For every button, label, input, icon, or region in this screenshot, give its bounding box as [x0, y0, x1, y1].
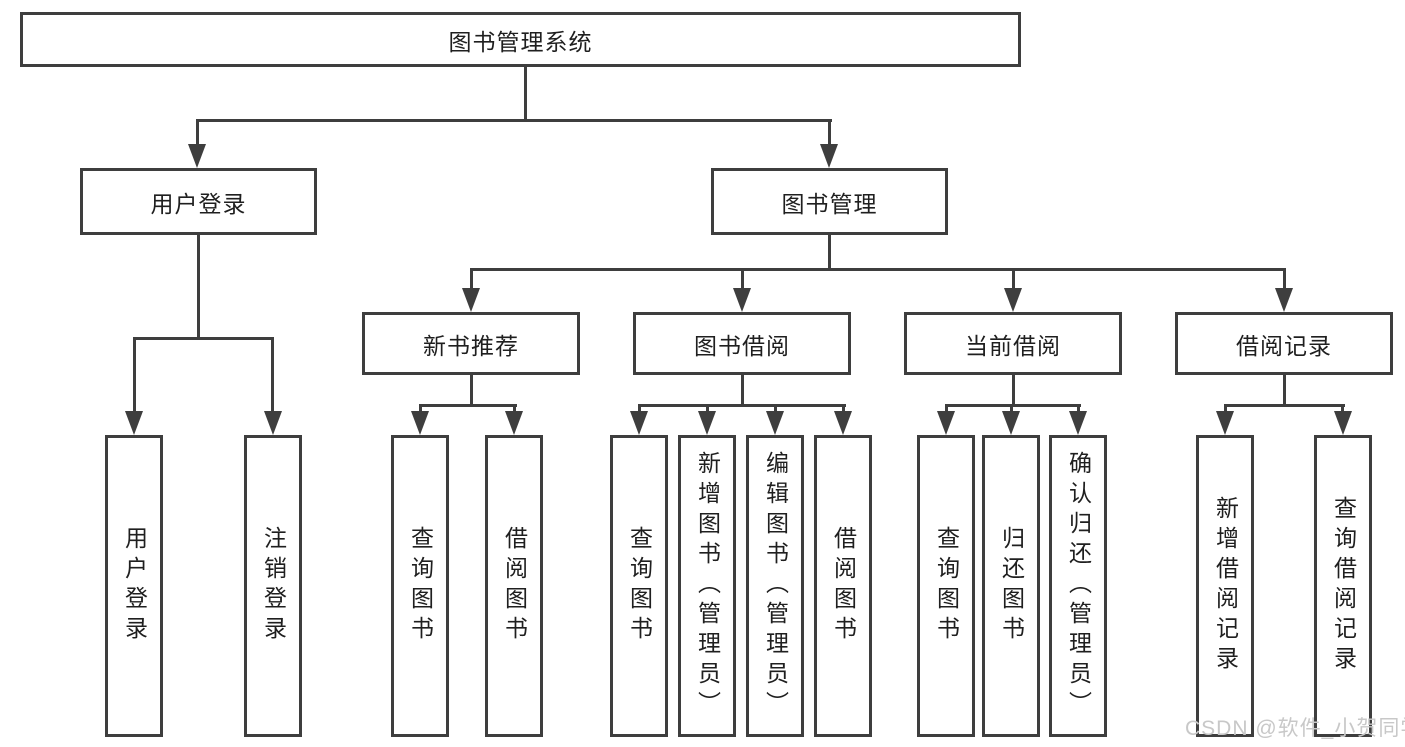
leaf-query-books-borrowing: 查询图书: [610, 435, 668, 737]
arrow-down-icon: [1004, 288, 1022, 312]
arrow-down-icon: [264, 411, 282, 435]
connector-line: [470, 375, 473, 407]
arrow-down-icon: [1334, 411, 1352, 435]
leaf-query-books-current: 查询图书: [917, 435, 975, 737]
arrow-down-icon: [1216, 411, 1234, 435]
arrow-down-icon: [462, 288, 480, 312]
leaf-label: 注销登录: [260, 526, 287, 646]
arrow-down-icon: [630, 411, 648, 435]
node-library-management-system: 图书管理系统: [20, 12, 1021, 67]
connector-line: [741, 375, 744, 407]
arrow-down-icon: [820, 144, 838, 168]
leaf-label: 查询图书: [626, 526, 653, 646]
arrow-down-icon: [1002, 411, 1020, 435]
leaf-label: 用户登录: [121, 526, 148, 646]
arrow-down-icon: [505, 411, 523, 435]
leaf-query-borrow-record: 查询借阅记录: [1314, 435, 1372, 737]
connector-line: [524, 67, 527, 122]
connector-line: [133, 337, 274, 340]
connector-line: [470, 268, 1286, 271]
leaf-logout: 注销登录: [244, 435, 302, 737]
connector-line: [133, 337, 136, 418]
arrow-down-icon: [937, 411, 955, 435]
connector-line: [1224, 404, 1345, 407]
leaf-user-login: 用户登录: [105, 435, 163, 737]
leaf-label: 查询图书: [407, 526, 434, 646]
connector-line: [271, 337, 274, 418]
leaf-query-books-recommend: 查询图书: [391, 435, 449, 737]
leaf-label: 借阅图书: [830, 526, 857, 646]
connector-line: [945, 404, 1081, 407]
node-user-login: 用户登录: [80, 168, 317, 235]
leaf-label: 编辑图书（管理员）: [762, 451, 789, 721]
connector-line: [1012, 375, 1015, 407]
node-current-borrowing: 当前借阅: [904, 312, 1122, 375]
node-borrowing-records: 借阅记录: [1175, 312, 1393, 375]
arrow-down-icon: [1275, 288, 1293, 312]
node-label: 当前借阅: [965, 332, 1061, 359]
watermark-text: CSDN @软件_小贺同学: [1185, 717, 1405, 740]
connector-line: [196, 119, 199, 150]
connector-line: [419, 404, 517, 407]
arrow-down-icon: [125, 411, 143, 435]
arrow-down-icon: [188, 144, 206, 168]
node-label: 借阅记录: [1236, 332, 1332, 359]
leaf-add-borrow-record: 新增借阅记录: [1196, 435, 1254, 737]
arrow-down-icon: [733, 288, 751, 312]
connector-line: [741, 268, 744, 292]
leaf-confirm-return-admin: 确认归还（管理员）: [1049, 435, 1107, 737]
connector-line: [638, 404, 846, 407]
node-label: 新书推荐: [423, 332, 519, 359]
leaf-label: 归还图书: [998, 526, 1025, 646]
leaf-return-book: 归还图书: [982, 435, 1040, 737]
connector-line: [1283, 375, 1286, 407]
connector-line: [828, 235, 831, 271]
leaf-label: 新增借阅记录: [1212, 496, 1239, 676]
arrow-down-icon: [834, 411, 852, 435]
node-label: 图书借阅: [694, 332, 790, 359]
connector-line: [196, 119, 832, 122]
leaf-edit-book-admin: 编辑图书（管理员）: [746, 435, 804, 737]
arrow-down-icon: [766, 411, 784, 435]
connector-line: [470, 268, 473, 292]
node-label: 图书管理系统: [448, 28, 593, 55]
connector-line: [828, 119, 831, 150]
leaf-add-book-admin: 新增图书（管理员）: [678, 435, 736, 737]
connector-line: [1283, 268, 1286, 292]
leaf-label: 查询借阅记录: [1330, 496, 1357, 676]
leaf-label: 查询图书: [933, 526, 960, 646]
node-book-borrowing: 图书借阅: [633, 312, 851, 375]
leaf-label: 确认归还（管理员）: [1065, 451, 1092, 721]
arrow-down-icon: [1069, 411, 1087, 435]
node-label: 用户登录: [150, 190, 247, 217]
node-book-management: 图书管理: [711, 168, 948, 235]
connector-line: [1012, 268, 1015, 292]
arrow-down-icon: [698, 411, 716, 435]
connector-line: [197, 235, 200, 340]
node-label: 图书管理: [781, 190, 878, 217]
leaf-borrow-books-borrowing: 借阅图书: [814, 435, 872, 737]
leaf-label: 借阅图书: [501, 526, 528, 646]
leaf-label: 新增图书（管理员）: [694, 451, 721, 721]
leaf-borrow-books-recommend: 借阅图书: [485, 435, 543, 737]
node-new-book-recommendation: 新书推荐: [362, 312, 580, 375]
arrow-down-icon: [411, 411, 429, 435]
